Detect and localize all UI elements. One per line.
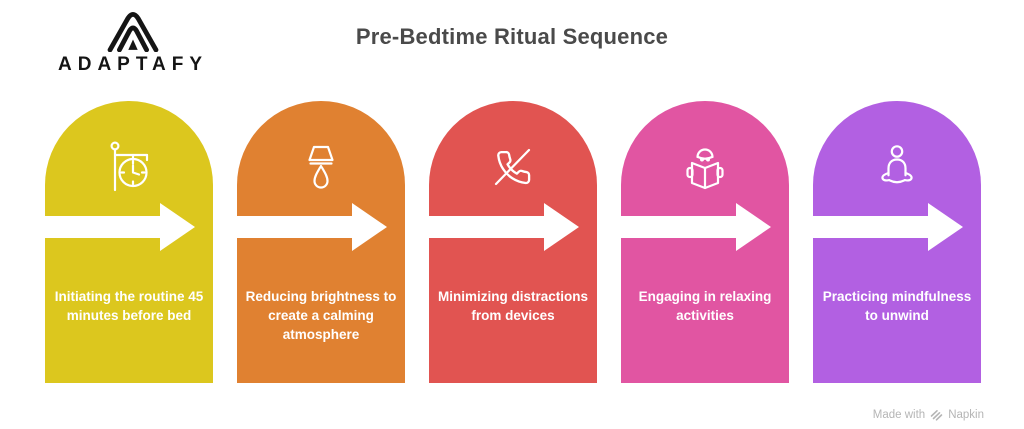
step-label: Practicing mindfulness to unwind [822,289,972,324]
step-card-4: Engaging in relaxing activities [621,101,789,383]
person-reading-icon [621,137,789,197]
step-card-2: Reducing brightness to create a calming … [237,101,405,383]
arrow-right-icon [429,203,579,251]
step-label: Minimizing distractions from devices [437,289,588,324]
arrow-right-icon [45,203,195,251]
arrow-right-icon [813,203,963,251]
step-card-1: Initiating the routine 45 minutes before… [45,101,213,383]
page-title: Pre-Bedtime Ritual Sequence [355,24,669,49]
adaptafy-logo-text: ADAPTAFY [58,54,209,75]
arrow-right-icon [621,203,771,251]
person-meditating-icon [813,137,981,197]
napkin-logo-icon [930,410,943,421]
napkin-brand-text: Napkin [948,409,984,421]
adaptafy-logo: ADAPTAFY [58,6,208,76]
arrow-right-icon [237,203,387,251]
step-label: Initiating the routine 45 minutes before… [54,289,204,324]
made-with-text: Made with [872,409,926,421]
hanging-clock-icon [45,137,213,197]
table-lamp-icon [237,137,405,197]
steps-row: Initiating the routine 45 minutes before… [45,101,981,383]
step-label: Engaging in relaxing activities [638,289,772,324]
step-label: Reducing brightness to create a calming … [245,289,397,343]
adaptafy-logo-icon [107,12,159,52]
no-phone-icon [429,137,597,197]
made-with-napkin: Made with Napkin [873,409,984,421]
step-card-3: Minimizing distractions from devices [429,101,597,383]
step-card-5: Practicing mindfulness to unwind [813,101,981,383]
